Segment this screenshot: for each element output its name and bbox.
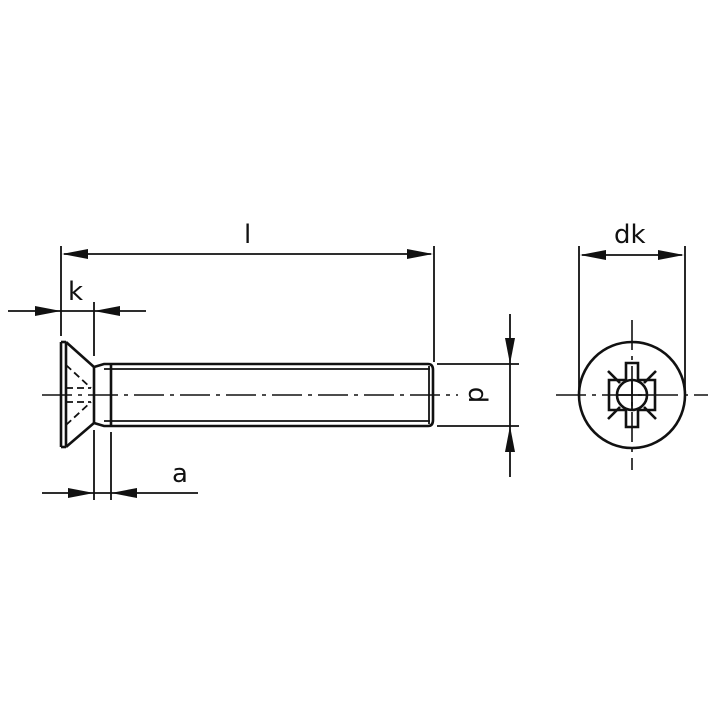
dimension-k: k bbox=[8, 277, 146, 356]
label-k: k bbox=[68, 277, 83, 307]
dimension-l: l bbox=[60, 220, 435, 362]
label-l: l bbox=[244, 220, 251, 250]
label-a: a bbox=[172, 459, 188, 489]
head-end-view: dk bbox=[556, 220, 708, 470]
pozidriv-recess-icon bbox=[607, 361, 657, 429]
label-d: d bbox=[462, 387, 492, 404]
label-dk: dk bbox=[614, 220, 646, 250]
side-view: l k a d bbox=[8, 220, 519, 500]
dimension-dk: dk bbox=[578, 220, 686, 395]
dimension-a: a bbox=[42, 430, 198, 500]
dimension-d: d bbox=[437, 314, 519, 477]
